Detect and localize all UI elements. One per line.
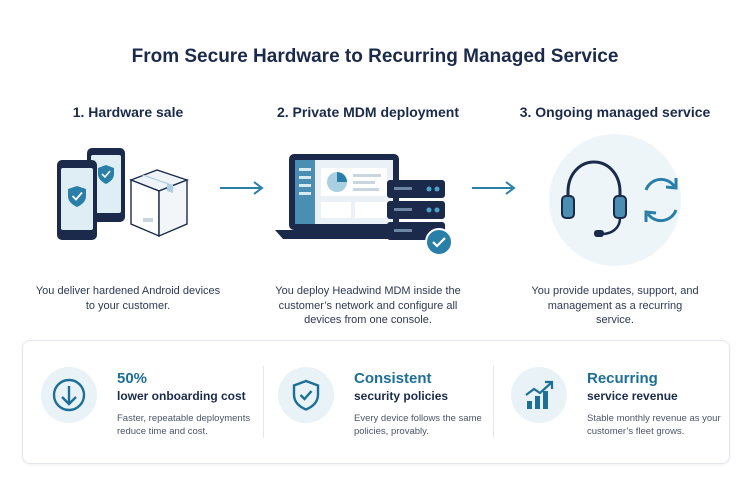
divider [263, 366, 264, 438]
growth-chart-icon [511, 367, 567, 423]
service-illustration [500, 124, 730, 274]
benefit-3-headline: Recurring [587, 370, 658, 387]
benefit-2-subtitle: security policies [354, 389, 449, 403]
benefit-onboarding-cost: 50% lower onboarding cost Faster, repeat… [41, 367, 261, 451]
mdm-illustration [253, 124, 483, 274]
step-hardware-sale: 1. Hardware sale You deliver hardened An… [13, 104, 243, 313]
divider [493, 366, 494, 438]
step-1-description: You deliver hardened Android devices to … [35, 285, 221, 312]
benefit-recurring-revenue: Recurring service revenue Stable monthly… [511, 367, 721, 451]
download-arrow-icon [41, 367, 97, 423]
hardware-illustration [13, 124, 243, 274]
arrow-right-icon [220, 181, 264, 195]
step-3-description: You provide updates, support, and manage… [531, 285, 699, 326]
step-mdm-deployment: 2. Private MDM deployment [253, 104, 483, 328]
benefit-security-policies: Consistent security policies Every devic… [278, 367, 498, 451]
phones-and-box-icon [57, 148, 190, 240]
arrow-right-icon [472, 181, 516, 195]
benefit-2-headline: Consistent [354, 370, 432, 387]
benefit-2-description: Every device follows the same policies, … [354, 413, 482, 437]
step-2-title: 2. Private MDM deployment [276, 104, 460, 120]
step-1-title: 1. Hardware sale [72, 104, 184, 120]
step-3-title: 3. Ongoing managed service [519, 104, 711, 120]
benefits-panel: 50% lower onboarding cost Faster, repeat… [22, 340, 730, 464]
benefit-1-headline: 50% [117, 370, 148, 387]
step-2-description: You deploy Headwind MDM inside the custo… [275, 285, 461, 326]
benefit-1-description: Faster, repeatable deployments reduce ti… [117, 413, 251, 437]
benefit-3-subtitle: service revenue [587, 389, 678, 403]
shield-check-icon [278, 367, 334, 423]
page-title: From Secure Hardware to Recurring Manage… [131, 46, 619, 67]
benefit-1-subtitle: lower onboarding cost [117, 389, 246, 403]
laptop-server-icon [275, 154, 453, 256]
step-managed-service: 3. Ongoing managed service You provide u… [500, 104, 730, 328]
benefit-3-description: Stable monthly revenue as your customer’… [587, 413, 721, 437]
headset-refresh-icon [549, 134, 681, 266]
